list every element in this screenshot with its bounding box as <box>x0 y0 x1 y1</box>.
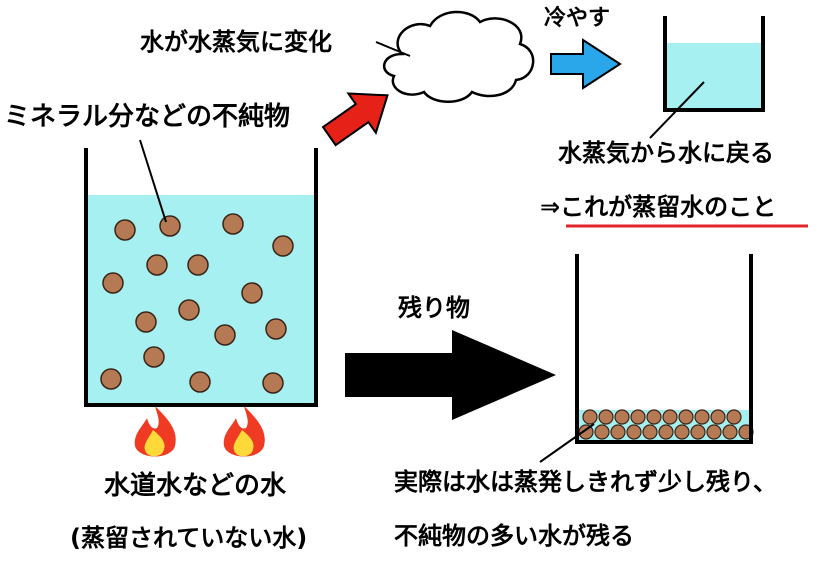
impurity-particle <box>135 311 157 333</box>
condense-label: 水蒸気から水に戻る <box>558 139 774 167</box>
residue-particle <box>626 424 642 440</box>
residue-particle <box>614 409 630 425</box>
cooling-arrow-icon <box>550 38 622 90</box>
impurity-particle <box>143 346 165 368</box>
residue-particle <box>722 424 738 440</box>
evaporation-arrow-icon <box>321 92 389 147</box>
impurity-particle <box>222 213 244 235</box>
arrow-symbol: ⇒ <box>540 193 561 221</box>
residue-particle <box>674 424 690 440</box>
residue-particle <box>658 424 674 440</box>
residue-particle <box>710 409 726 425</box>
distilled-water <box>665 43 763 110</box>
impurity-particle <box>214 324 236 346</box>
residue-particle <box>662 409 678 425</box>
impurity-particle <box>262 372 284 394</box>
impurity-particle <box>187 254 209 276</box>
residue-beaker <box>539 254 754 463</box>
flame-icon <box>134 406 176 457</box>
impurities-label: ミネラル分などの不純物 <box>4 102 291 132</box>
residue-particle <box>706 424 722 440</box>
distilled-caption: ⇒これが蒸留水のこと <box>540 195 776 219</box>
distilled-beaker <box>649 16 765 139</box>
residue-particle <box>646 409 662 425</box>
residue-particle <box>594 424 610 440</box>
cloud-pointer <box>375 41 411 57</box>
residue-particle <box>610 424 626 440</box>
impurity-particle <box>189 371 211 393</box>
residue-particle <box>642 424 658 440</box>
cool-label: 冷やす <box>544 6 611 31</box>
result-line-1: 実際は水は蒸発しきれず少し残り、 <box>394 468 778 496</box>
impurity-particle <box>241 282 263 304</box>
residue-particle <box>630 409 646 425</box>
impurity-particle <box>102 272 124 294</box>
impurity-pointer <box>139 139 167 223</box>
residue-pointer <box>539 423 595 463</box>
impurity-particle <box>178 299 200 321</box>
impurity-particle <box>272 235 294 257</box>
distilled-beaker-walls <box>663 16 765 112</box>
evaporate-label: 水が水蒸気に変化 <box>140 28 332 56</box>
flame-icon <box>223 406 265 457</box>
impurity-particle <box>100 368 122 390</box>
residue-beaker-walls <box>575 254 753 444</box>
residue-particle <box>694 409 710 425</box>
residue-particle <box>690 424 706 440</box>
distilled-label: これが蒸留水のこと <box>560 193 777 221</box>
residue-particle <box>726 409 742 425</box>
source-water-label: 水道水などの水 <box>104 471 287 501</box>
residue-arrow-icon <box>345 330 556 420</box>
source-beaker <box>84 148 318 407</box>
result-line-2: 不純物の多い水が残る <box>394 522 634 550</box>
residue-particle <box>678 409 694 425</box>
impurity-particle <box>159 215 181 237</box>
distilled-pointer <box>649 81 705 139</box>
impurity-particle <box>265 318 287 340</box>
impurity-particle <box>146 254 168 276</box>
residue-particle <box>582 409 598 425</box>
residue-particle <box>598 409 614 425</box>
source-water-note: (蒸留されていない水) <box>70 524 308 552</box>
impurity-particles <box>100 213 294 394</box>
residue-label: 残り物 <box>398 294 470 322</box>
cloud-icon <box>382 10 535 103</box>
impurity-particle <box>114 219 136 241</box>
beaker-walls <box>84 148 318 407</box>
